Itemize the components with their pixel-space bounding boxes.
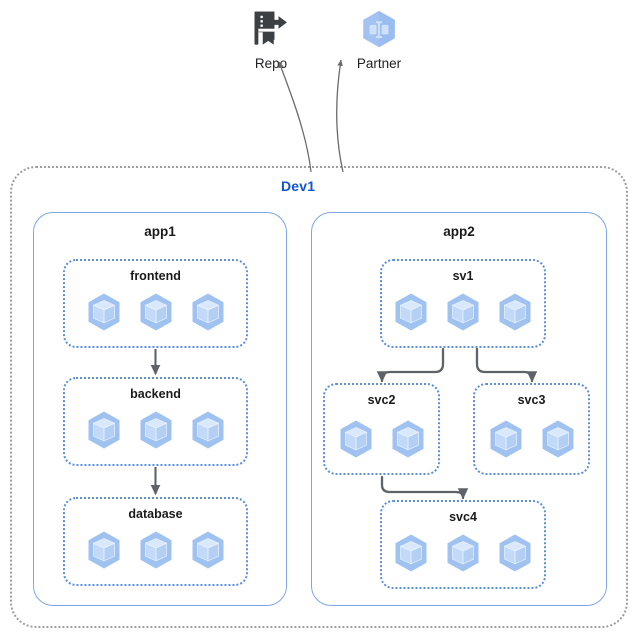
app-box-app2-label: app2 — [443, 224, 475, 239]
edge-dev1-to-partner — [336, 59, 344, 173]
service-box-frontend-label: frontend — [130, 269, 181, 283]
service-box-backend[interactable]: backend — [63, 377, 248, 466]
pod-icon — [489, 420, 522, 458]
pod-icon — [447, 293, 479, 331]
pod-icon — [339, 420, 372, 458]
service-box-svc4[interactable]: svc4 — [380, 500, 546, 589]
service-box-backend-label: backend — [130, 387, 181, 401]
pod-icon — [191, 411, 224, 449]
service-box-svc2[interactable]: svc2 — [323, 383, 440, 475]
pod-group-sv1 — [382, 292, 544, 334]
pod-group-frontend — [65, 292, 246, 334]
pod-icon — [395, 293, 427, 331]
service-box-sv1-label: sv1 — [452, 269, 474, 283]
service-box-svc4-label: svc4 — [449, 510, 477, 524]
service-box-svc2-label: svc2 — [367, 393, 396, 407]
pod-icon — [499, 293, 531, 331]
app-box-app1[interactable]: app1 — [33, 212, 287, 606]
cluster-dev1 — [10, 166, 628, 628]
service-box-frontend[interactable]: frontend — [63, 259, 248, 348]
service-box-sv1[interactable]: sv1 — [380, 259, 546, 348]
pod-group-svc2 — [325, 419, 438, 461]
pod-icon — [87, 293, 120, 331]
repo-icon — [254, 11, 287, 45]
service-box-svc3[interactable]: svc3 — [473, 383, 590, 475]
pod-icon — [191, 531, 224, 569]
pod-icon — [87, 531, 120, 569]
pod-icon — [191, 293, 224, 331]
external-node-label: Repo — [254, 56, 288, 71]
edge-dev1-to-repo — [278, 61, 312, 173]
service-box-svc3-label: svc3 — [517, 393, 546, 407]
cluster-dev1-label: Dev1 — [281, 178, 316, 194]
pod-icon — [395, 534, 427, 572]
partner-icon — [363, 10, 395, 48]
pod-group-database — [65, 530, 246, 572]
pod-group-svc3 — [475, 419, 588, 461]
service-box-database[interactable]: database — [63, 497, 248, 586]
app-box-app2[interactable]: app2 — [311, 212, 607, 606]
external-node-repo[interactable]: Repo — [226, 8, 316, 72]
pod-icon — [139, 411, 172, 449]
pod-icon — [499, 534, 531, 572]
pod-icon — [541, 420, 574, 458]
external-node-partner[interactable]: Partner — [334, 8, 424, 72]
pod-group-backend — [65, 410, 246, 452]
pod-group-svc4 — [382, 533, 544, 575]
pod-icon — [139, 531, 172, 569]
pod-icon — [139, 293, 172, 331]
app-box-app1-label: app1 — [144, 224, 176, 239]
external-node-label: Partner — [356, 56, 402, 71]
pod-icon — [447, 534, 479, 572]
pod-icon — [391, 420, 424, 458]
pod-icon — [87, 411, 120, 449]
service-box-database-label: database — [128, 507, 183, 521]
